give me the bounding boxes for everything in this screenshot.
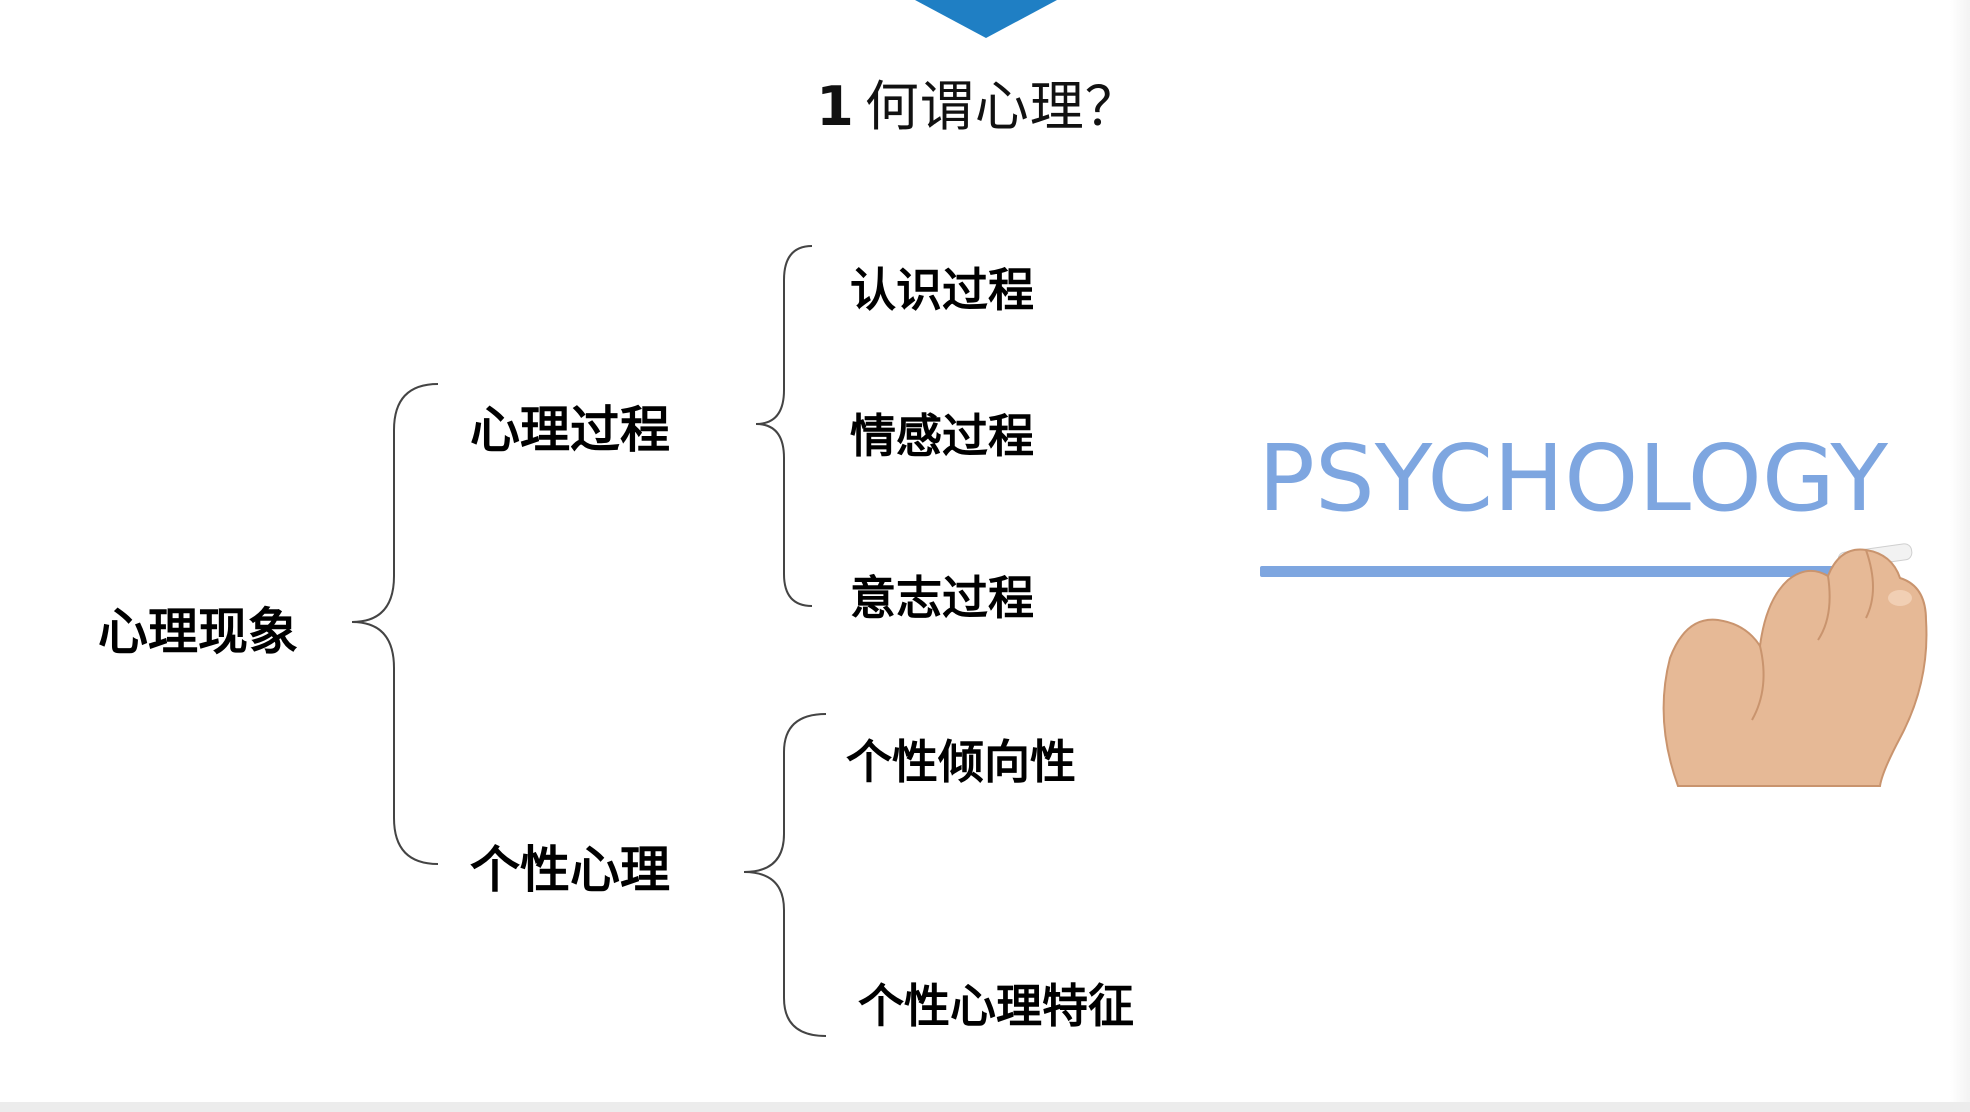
root-brace (352, 384, 438, 864)
branch-node-personality: 个性心理 (470, 830, 670, 902)
leaf-node-personality-traits: 个性心理特征 (858, 970, 1134, 1036)
branch-node-mental-process: 心理过程 (470, 390, 670, 462)
psychology-illustration: PSYCHOLOGY (1240, 420, 1940, 800)
personality-brace (744, 714, 826, 1036)
leaf-node-volition-process: 意志过程 (850, 562, 1034, 628)
hand-with-marker-icon (1664, 543, 1927, 786)
process-brace (756, 246, 812, 606)
leaf-node-cognitive-process: 认识过程 (850, 254, 1034, 320)
right-edge-shadow (1950, 0, 1970, 1102)
leaf-node-personality-tendency: 个性倾向性 (846, 726, 1076, 792)
diagram-root-node: 心理现象 (98, 592, 298, 664)
psychology-word: PSYCHOLOGY (1258, 425, 1889, 532)
leaf-node-emotional-process: 情感过程 (850, 400, 1034, 466)
bottom-bar (0, 1102, 1970, 1112)
